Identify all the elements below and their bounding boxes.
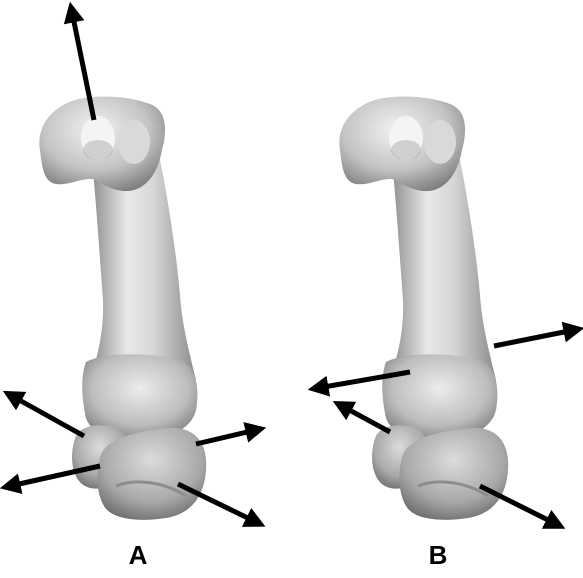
carpal-right	[399, 428, 508, 520]
bone-a	[39, 97, 206, 520]
arrow-right-upper	[196, 430, 256, 444]
condyle-shadow	[83, 140, 113, 160]
panel-a	[10, 12, 256, 522]
panel-label-a: A	[118, 540, 158, 570]
arrow-left-upper	[12, 396, 84, 436]
bone-b	[339, 97, 508, 520]
panel-b	[318, 97, 574, 524]
panel-label-b: B	[418, 540, 458, 570]
arrow-left-upper	[342, 406, 390, 432]
arrow-shaft-right	[494, 330, 574, 346]
carpal-right	[97, 428, 206, 520]
